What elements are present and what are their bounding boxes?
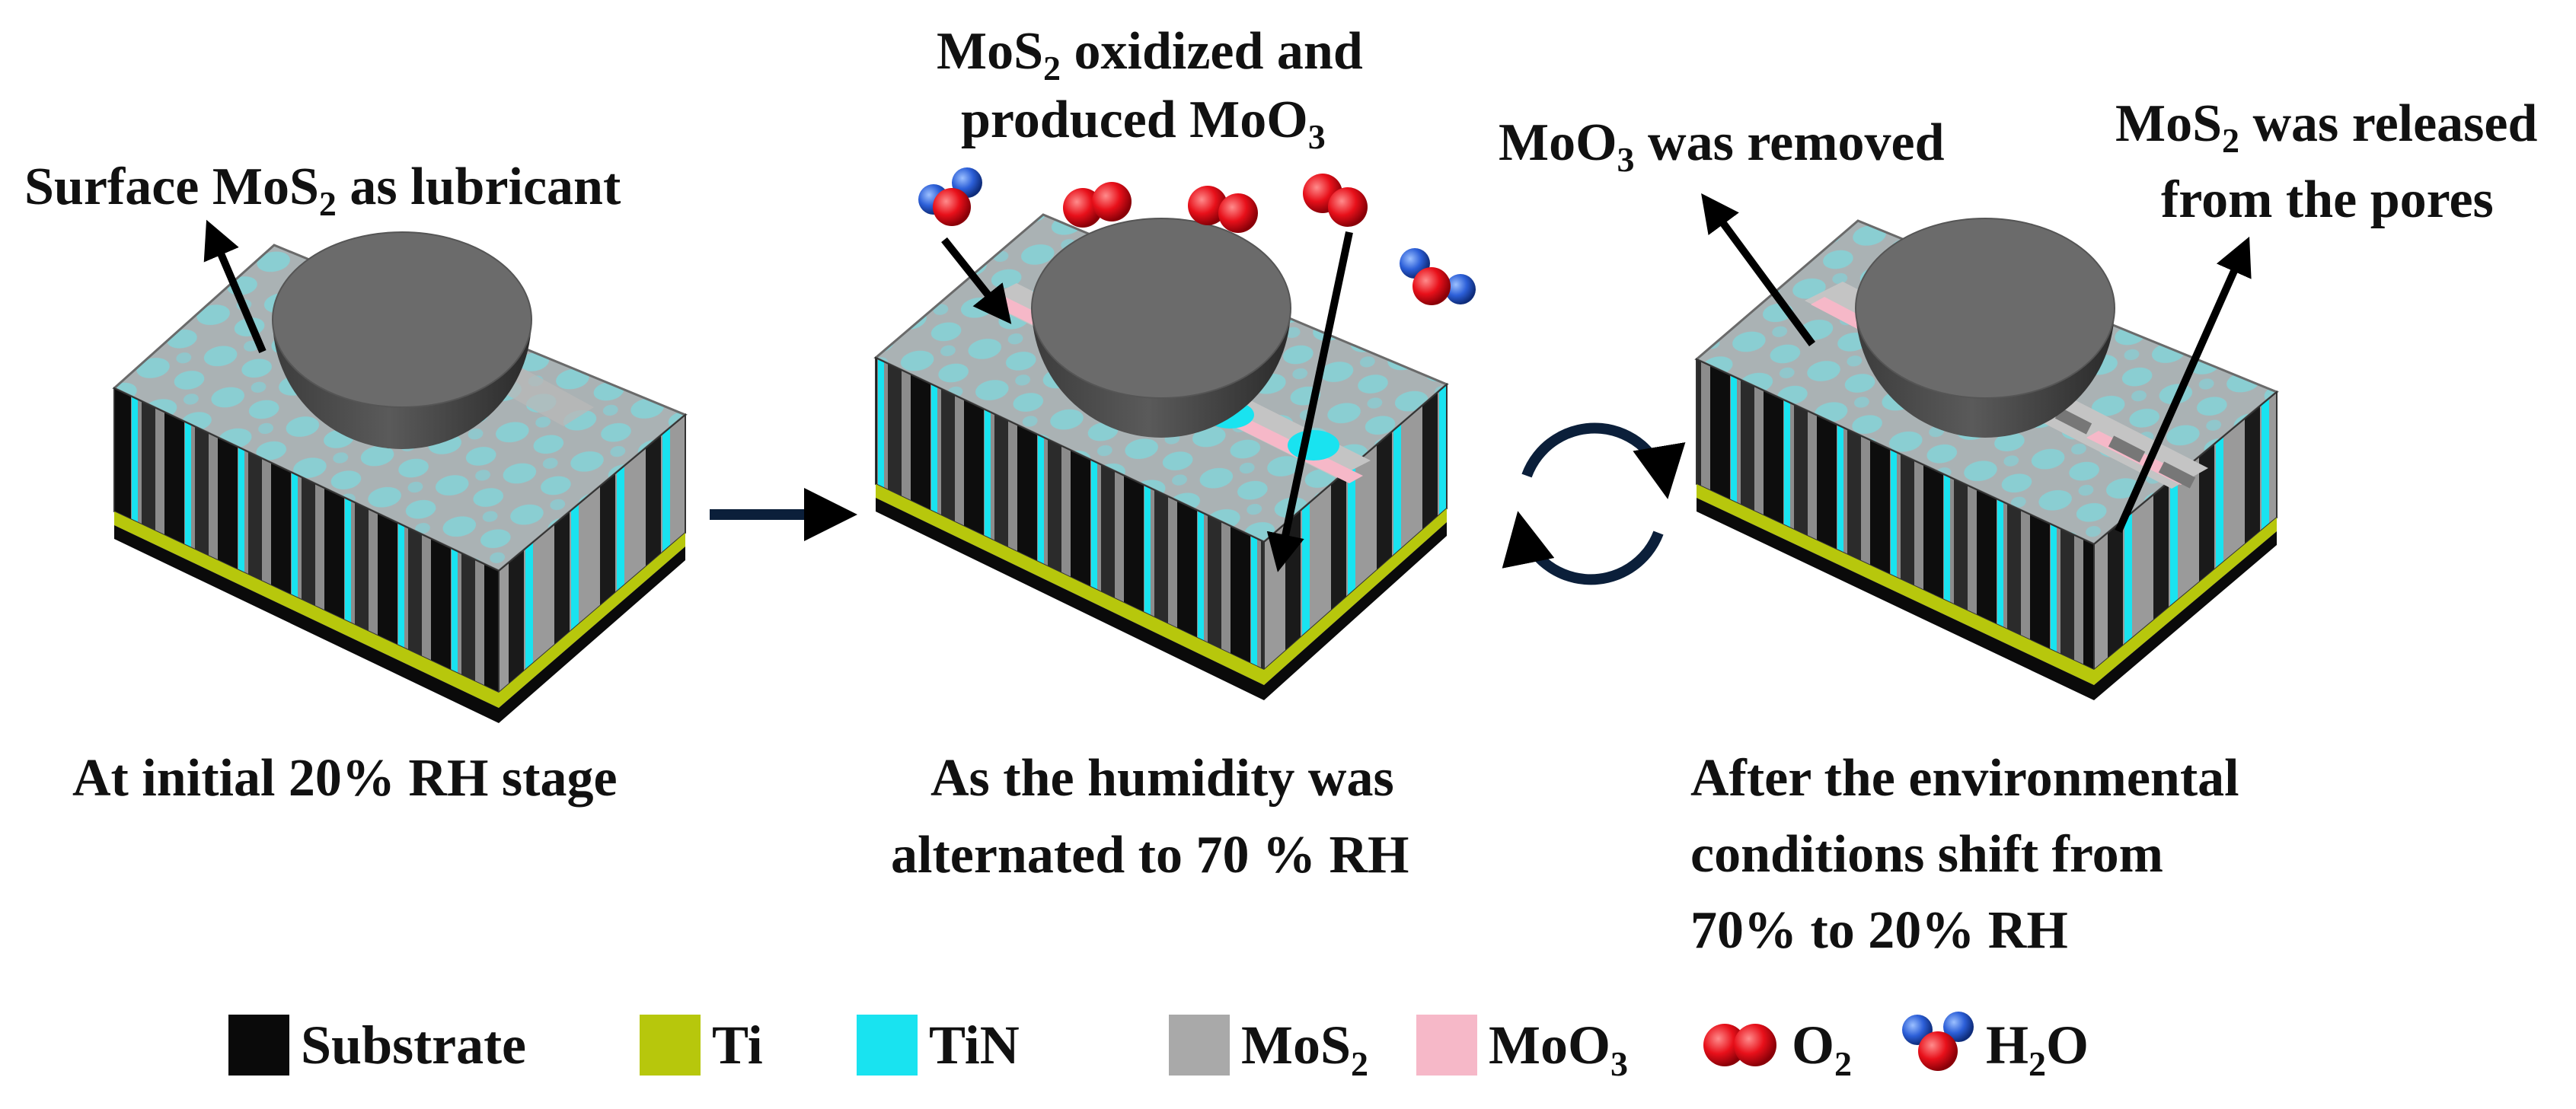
ball-flat-top bbox=[1031, 218, 1291, 399]
legend-item-tin: TiN bbox=[857, 1015, 1020, 1076]
annotation-arrow bbox=[1266, 231, 1353, 572]
panel-caption: At initial 20% RH stage bbox=[72, 749, 618, 808]
annotation-label: MoO3 was removed bbox=[1499, 113, 1945, 179]
legend-swatch bbox=[1416, 1015, 1477, 1076]
legend-item-mos2: MoS2 bbox=[1169, 1015, 1368, 1083]
annotation-label: produced MoO3 bbox=[961, 91, 1326, 156]
ball-flat-top bbox=[272, 231, 532, 408]
ti-layer bbox=[876, 484, 1447, 685]
panel-caption: conditions shift from bbox=[1690, 825, 2163, 884]
cycle-arrows bbox=[1502, 422, 1686, 585]
ti-layer bbox=[114, 511, 685, 708]
legend-swatch bbox=[640, 1015, 701, 1076]
legend-label: MoO3 bbox=[1489, 1015, 1628, 1083]
released-mos2-flake bbox=[2158, 461, 2196, 489]
released-mos2-flake bbox=[2054, 407, 2092, 435]
substrate-layer bbox=[876, 498, 1447, 700]
annotation-arrow bbox=[941, 237, 1012, 324]
legend-swatch-o2-molecule bbox=[1703, 1024, 1776, 1066]
panel-initial: Surface MoS2 as lubricant At initial 20%… bbox=[24, 158, 688, 808]
legend-item-substrate: Substrate bbox=[228, 1015, 526, 1076]
h2o-molecule bbox=[1400, 248, 1476, 305]
o2-molecule bbox=[1188, 186, 1258, 233]
legend-item-h2o: H2O bbox=[1902, 1012, 2089, 1083]
legend-item-moo3: MoO3 bbox=[1416, 1015, 1628, 1083]
legend-label: O2 bbox=[1792, 1015, 1852, 1083]
panel-dry: MoO3 was removed MoS2 was released from … bbox=[1499, 94, 2537, 960]
annotation-arrow bbox=[1701, 193, 1816, 346]
counter-ball bbox=[272, 231, 532, 449]
panel-caption: alternated to 70 % RH bbox=[891, 826, 1409, 884]
legend-label: MoS2 bbox=[1241, 1015, 1368, 1083]
panel-humid: MoS2 oxidized and produced MoO3 As the h… bbox=[873, 22, 1476, 884]
annotation-label: from the pores bbox=[2161, 170, 2494, 229]
ball-flat-top bbox=[1855, 218, 2115, 399]
o2-molecule bbox=[1063, 182, 1132, 228]
legend-item-ti: Ti bbox=[640, 1015, 763, 1076]
cycle-arrow-lower bbox=[1502, 511, 1664, 585]
legend-swatch bbox=[228, 1015, 289, 1076]
annotation-label: MoS2 oxidized and bbox=[937, 22, 1363, 88]
o2-molecule bbox=[1303, 174, 1368, 227]
annotation-arrow bbox=[203, 219, 267, 353]
annotation-arrow bbox=[2115, 236, 2252, 534]
panel-caption: 70% to 20% RH bbox=[1690, 901, 2068, 960]
released-mos2-flake bbox=[2108, 435, 2146, 463]
cycle-arrow-upper bbox=[1521, 422, 1686, 499]
annotation-label: MoS2 was released bbox=[2115, 94, 2537, 160]
legend-swatch bbox=[1169, 1015, 1230, 1076]
panel-caption: As the humidity was bbox=[930, 749, 1394, 808]
legend-label: TiN bbox=[929, 1015, 1020, 1076]
h2o-molecule bbox=[918, 167, 982, 226]
counter-ball bbox=[1031, 218, 1291, 438]
legend: Substrate Ti TiN MoS2 MoO3 O2 H2O bbox=[228, 1012, 2089, 1083]
legend-item-o2: O2 bbox=[1703, 1015, 1852, 1083]
legend-label: Substrate bbox=[301, 1015, 526, 1076]
counter-ball bbox=[1855, 218, 2115, 438]
legend-swatch bbox=[857, 1015, 918, 1076]
substrate-layer bbox=[114, 525, 685, 723]
annotation-label: Surface MoS2 as lubricant bbox=[24, 158, 621, 223]
legend-label: Ti bbox=[712, 1015, 763, 1076]
panel-caption: After the environmental bbox=[1690, 749, 2239, 808]
legend-swatch-h2o-molecule bbox=[1902, 1012, 1974, 1071]
exposed-tin-pore bbox=[1288, 430, 1339, 460]
legend-label: H2O bbox=[1986, 1015, 2089, 1083]
